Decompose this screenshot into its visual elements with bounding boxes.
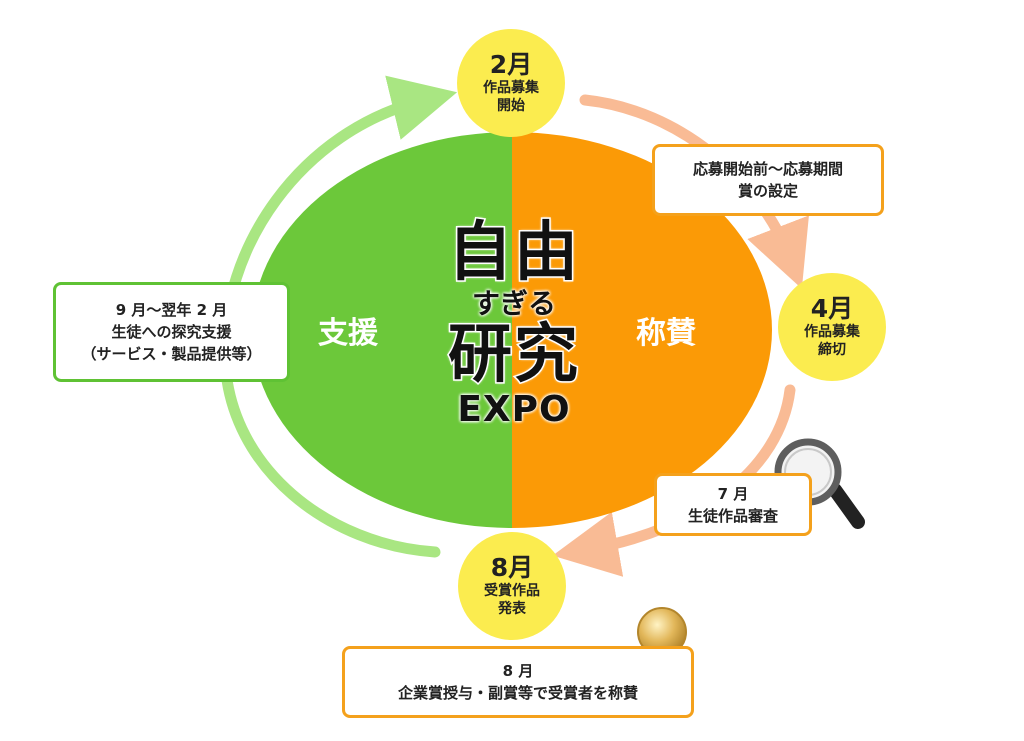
note-line: 7 月 bbox=[717, 484, 749, 503]
prize-setting-box: 応募開始前～応募期間 賞の設定 bbox=[652, 144, 884, 216]
praise-label: 称賛 bbox=[636, 316, 696, 351]
step-desc-line: 開始 bbox=[497, 98, 525, 114]
note-line: 賞の設定 bbox=[737, 182, 798, 200]
support-label: 支援 bbox=[318, 316, 378, 351]
step-month: 2月 bbox=[489, 50, 533, 79]
step-circle-february: 2月 作品募集 開始 bbox=[457, 29, 565, 137]
support-box: 9 月～翌年 2 月 生徒への探究支援 （サービス・製品提供等） bbox=[53, 282, 290, 382]
note-line: （サービス・製品提供等） bbox=[81, 345, 262, 363]
step-desc-line: 受賞作品 bbox=[484, 583, 540, 599]
support-half bbox=[252, 132, 512, 528]
logo-line-1: 自由 bbox=[447, 216, 580, 290]
logo-line-2: すぎる bbox=[471, 287, 556, 320]
praise-half bbox=[512, 132, 772, 528]
step-month: 8月 bbox=[490, 553, 534, 582]
award-box: 8 月 企業賞授与・副賞等で受賞者を称賛 bbox=[342, 646, 694, 718]
step-circle-august: 8月 受賞作品 発表 bbox=[458, 532, 566, 640]
step-desc-line: 作品募集 bbox=[804, 324, 860, 340]
note-line: 応募開始前～応募期間 bbox=[692, 160, 843, 178]
step-desc-line: 発表 bbox=[498, 601, 526, 617]
review-box: 7 月 生徒作品審査 bbox=[654, 473, 812, 536]
step-desc-line: 締切 bbox=[818, 342, 846, 358]
note-line: 生徒作品審査 bbox=[687, 506, 778, 525]
step-desc-line: 作品募集 bbox=[483, 80, 539, 96]
note-line: 8 月 bbox=[502, 662, 534, 680]
logo-line-4: EXPO bbox=[457, 389, 571, 430]
note-line: 企業賞授与・副賞等で受賞者を称賛 bbox=[397, 684, 638, 702]
step-circle-april: 4月 作品募集 締切 bbox=[778, 273, 886, 381]
step-month: 4月 bbox=[810, 294, 854, 323]
expo-logo: 自由 すぎる 研究 EXPO bbox=[430, 216, 598, 430]
note-line: 生徒への探究支援 bbox=[111, 323, 232, 341]
logo-line-3: 研究 bbox=[447, 318, 580, 392]
note-line: 9 月～翌年 2 月 bbox=[115, 301, 228, 319]
